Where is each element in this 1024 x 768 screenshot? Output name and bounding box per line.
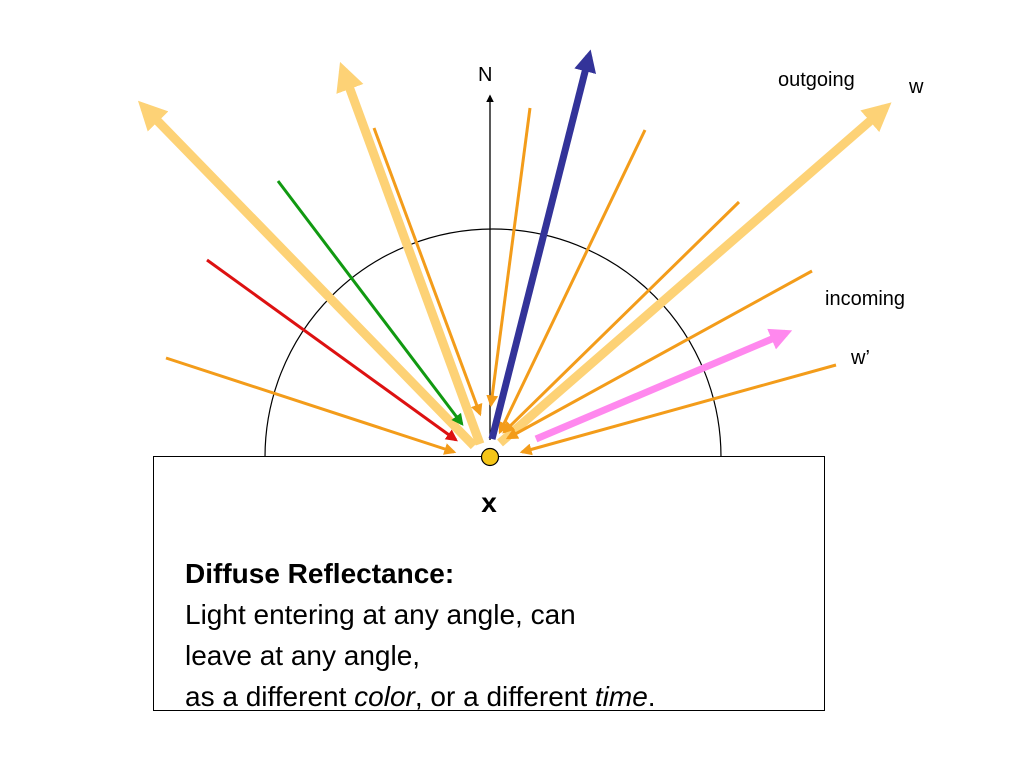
- caption-line-3: as a different color, or a different tim…: [185, 676, 656, 717]
- w-prime-label: w’: [851, 347, 870, 369]
- caption-line-1: Light entering at any angle, can: [185, 599, 576, 630]
- incoming-ray: [498, 129, 647, 435]
- point-label: x: [481, 487, 497, 518]
- outgoing-ray-w: [497, 102, 892, 447]
- pink-incoming-ray: [534, 328, 793, 443]
- incoming-ray: [486, 107, 532, 408]
- blue-outgoing-ray: [488, 49, 597, 440]
- outgoing-ray: [137, 100, 478, 450]
- green-ray: [276, 180, 464, 426]
- incoming-ray-w-prime: [519, 363, 837, 456]
- caption-text: , or a different: [414, 681, 595, 712]
- incoming-ray: [165, 356, 457, 455]
- caption-text: .: [647, 681, 656, 712]
- incoming-ray: [505, 269, 813, 440]
- incoming-ray: [372, 127, 483, 417]
- surface-box: x Diffuse Reflectance: Light entering at…: [153, 456, 825, 712]
- hemisphere-arc: [264, 228, 722, 458]
- caption-line-2: leave at any angle,: [185, 640, 421, 671]
- outgoing-ray: [336, 61, 485, 446]
- incoming-rays: [165, 107, 837, 456]
- outgoing-rays: [137, 61, 892, 450]
- caption-time-word: time: [594, 681, 648, 712]
- outgoing-label: outgoing: [778, 69, 855, 91]
- incoming-ray: [502, 200, 741, 434]
- red-ray: [206, 258, 458, 442]
- caption-color-word: color: [354, 681, 415, 712]
- caption-text: as a different: [185, 681, 355, 712]
- incoming-label: incoming: [825, 288, 906, 310]
- normal-label: N: [478, 64, 493, 86]
- surface-point: [480, 447, 500, 467]
- w-label: w: [909, 76, 924, 98]
- caption-title: Diffuse Reflectance:: [185, 558, 455, 589]
- caption: Diffuse Reflectance: Light entering at a…: [185, 553, 656, 717]
